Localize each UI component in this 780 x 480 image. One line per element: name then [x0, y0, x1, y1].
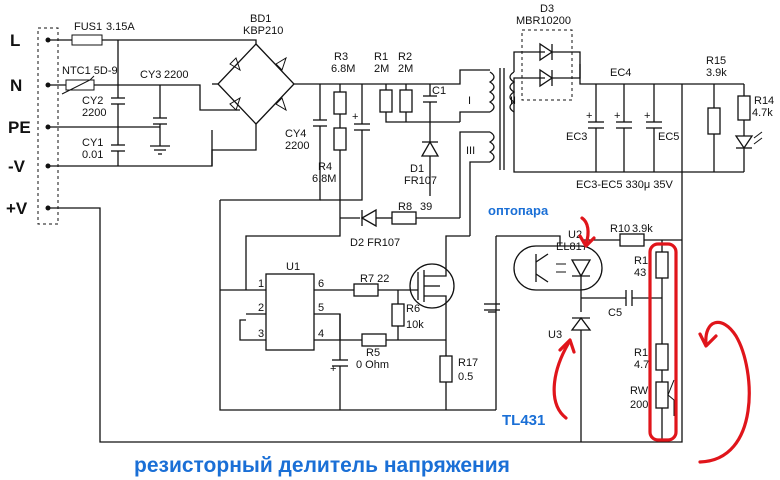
svg-text:+: + [614, 110, 620, 122]
d1-label: D1 [410, 163, 424, 175]
ec4-label: EC4 [610, 67, 631, 79]
terminal-minus-v: -V [8, 157, 26, 176]
r1y-label: R1 [634, 347, 648, 359]
u1-label: U1 [286, 261, 300, 273]
svg-text:4: 4 [318, 328, 324, 340]
fus1-value: 3.15A [106, 21, 135, 33]
r10-label: R10 [610, 223, 630, 235]
cy4-label: CY4 [285, 128, 306, 140]
cy2-value: 2200 [82, 107, 106, 119]
r5-value: 0 Ohm [356, 359, 389, 371]
u3-label: U3 [548, 329, 562, 341]
divider-annotation: резисторный делитель напряжения [134, 454, 510, 477]
svg-text:3: 3 [258, 328, 264, 340]
d3-value: MBR10200 [516, 15, 571, 27]
rw-value: 200 [630, 399, 648, 411]
svg-text:+: + [644, 110, 650, 122]
r8-label: R8 [398, 201, 412, 213]
transformer: I II III [459, 68, 516, 236]
cy1-value: 0.01 [82, 149, 103, 161]
red-annotations [552, 216, 751, 464]
r1x-label: R1 [634, 255, 648, 267]
optocoupler-arrow [580, 216, 590, 246]
ec3-label: EC3 [566, 131, 587, 143]
bd1-label: BD1 [250, 13, 271, 25]
r1y-value: 4.7 [634, 359, 649, 371]
tl431-annotation: TL431 [502, 412, 545, 429]
bd1-value: KBP210 [243, 25, 283, 37]
r14-label: R14 [754, 95, 774, 107]
winding-i-label: I [468, 95, 471, 107]
d1-value: FR107 [404, 175, 437, 187]
winding-iii-label: III [466, 145, 475, 157]
ec5-label: EC5 [658, 131, 679, 143]
svg-text:+: + [352, 111, 358, 123]
svg-text:6: 6 [318, 278, 324, 290]
r15-value: 3.9k [706, 67, 727, 79]
r17-label: R17 [458, 357, 478, 369]
fus1-label: FUS1 [74, 21, 102, 33]
svg-text:5: 5 [318, 302, 324, 314]
r7-label: R7 22 [360, 273, 389, 285]
r6-value: 10k [406, 319, 424, 331]
controller-u1: U1 1 2 3 6 5 4 + R7 22 R5 0 Ohm R6 10k [220, 261, 446, 410]
svg-text:+: + [330, 363, 336, 375]
r1-label: R1 [374, 51, 388, 63]
bridge-rectifier: BD1 KBP210 [211, 13, 320, 166]
r1x-value: 43 [634, 267, 646, 279]
ntc1-label: NTC1 5D-9 [62, 65, 118, 77]
terminal-pe: PE [8, 118, 31, 137]
cy4-value: 2200 [285, 140, 309, 152]
hv-bus: CY4 2200 R3 6.8M R4 6.8M + R1 2M R2 2M C… [220, 51, 490, 218]
svg-text:1: 1 [258, 278, 264, 290]
divider-arrow [698, 320, 751, 464]
terminal-n: N [10, 76, 22, 95]
r17-value: 0.5 [458, 371, 473, 383]
r15-label: R15 [706, 55, 726, 67]
terminal-block: L N PE -V +V [6, 27, 59, 225]
divider-highlight [648, 242, 678, 442]
input-section: FUS1 3.15A NTC1 5D-9 CY2 2200 CY1 0.01 C… [48, 21, 683, 443]
cy3-value: 2200 [164, 69, 188, 81]
r14-value: 4.7k [752, 107, 773, 119]
d3-label: D3 [540, 3, 554, 15]
fuse-symbol [71, 34, 103, 46]
u2-value: EL817 [556, 241, 588, 253]
r5-label: R5 [366, 347, 380, 359]
r3-value: 6.8M [331, 63, 355, 75]
r10-value: 3.9k [632, 223, 653, 235]
u2-label: U2 [568, 229, 582, 241]
terminal-plus-v: +V [6, 199, 28, 218]
tl431-arrow [552, 342, 570, 420]
cy3-label: CY3 [140, 69, 161, 81]
cy2-label: CY2 [82, 95, 103, 107]
r1-value: 2M [374, 63, 389, 75]
r6-label: R6 [406, 303, 420, 315]
r4-label: R4 [318, 161, 332, 173]
optocoupler-annotation: оптопара [488, 203, 549, 218]
r3-label: R3 [334, 51, 348, 63]
cy1-label: CY1 [82, 137, 103, 149]
r4-value: 6.8M [312, 173, 336, 185]
winding-ii-label: II [510, 95, 516, 107]
c5-label: C5 [608, 307, 622, 319]
optocoupler-u2: U2 EL817 [484, 229, 603, 410]
c1-label: C1 [432, 85, 446, 97]
optocoupler-body [513, 245, 603, 291]
d2-label: D2 FR107 [350, 237, 400, 249]
r8-value: 39 [420, 201, 432, 213]
output-section: D3 MBR10200 + + + EC4 EC3 EC5 EC3-EC5 33… [513, 3, 774, 240]
ec-note: EC3-EC5 330μ 35V [576, 179, 673, 191]
svg-text:2: 2 [258, 302, 264, 314]
svg-text:+: + [586, 110, 592, 122]
rw-label: RW [630, 385, 649, 397]
mosfet: R17 0.5 [409, 235, 478, 410]
r2-value: 2M [398, 63, 413, 75]
u1-body [265, 273, 315, 351]
aux-supply: R8 39 D2 FR107 [219, 200, 496, 411]
r2-label: R2 [398, 51, 412, 63]
terminal-l: L [10, 31, 20, 50]
feedback-network: R10 3.9k C5 U3 R1 43 R1 4.7 RW 200 [548, 223, 682, 442]
